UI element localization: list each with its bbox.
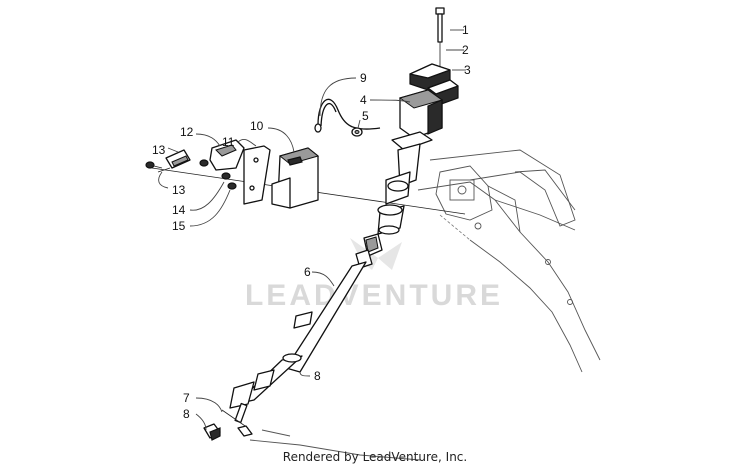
callout-8-right: 8 xyxy=(314,369,321,383)
part-5-nut xyxy=(351,127,363,137)
part-13-screw xyxy=(145,161,163,169)
steering-column-upper xyxy=(377,131,433,235)
callout-13-upper: 13 xyxy=(152,143,166,157)
part-8-lower-tube xyxy=(229,353,303,424)
callout-14: 14 xyxy=(172,203,186,217)
callout-15: 15 xyxy=(172,219,186,233)
leader-lines xyxy=(158,29,466,431)
callout-12: 12 xyxy=(180,125,194,139)
part-15-nut xyxy=(227,182,237,190)
universal-joint xyxy=(355,233,383,269)
callout-6: 6 xyxy=(304,265,311,279)
part-11-bracket-plate xyxy=(243,145,271,205)
rendered-by-credit: Rendered by LeadVenture, Inc. xyxy=(282,450,468,464)
part-7-bolt xyxy=(221,409,253,437)
callout-2: 2 xyxy=(462,43,469,57)
callout-3: 3 xyxy=(464,63,471,77)
part-9-cable xyxy=(314,98,381,133)
watermark-text: LEADVENTURE xyxy=(245,279,503,312)
part-13-knob xyxy=(165,149,191,169)
vehicle-frame xyxy=(249,149,601,461)
part-8-nut xyxy=(203,423,221,441)
part-4-housing xyxy=(398,89,444,139)
callout-8-left: 8 xyxy=(183,407,190,421)
callout-9: 9 xyxy=(360,71,367,85)
part-12-lever xyxy=(209,139,245,171)
watermark-logo-mark-right xyxy=(378,242,402,270)
part-10-bracket-housing xyxy=(271,147,320,209)
callout-13-lower: 13 xyxy=(172,183,186,197)
callout-7: 7 xyxy=(183,391,190,405)
callout-labels: 1 2 3 4 5 9 10 11 12 13 13 14 15 6 8 7 8 xyxy=(152,23,471,421)
leadventure-watermark: LEADVENTURE xyxy=(245,238,503,312)
callout-1: 1 xyxy=(462,23,469,37)
callout-4: 4 xyxy=(360,93,367,107)
callout-11: 11 xyxy=(222,135,235,149)
axis-stub xyxy=(157,167,171,173)
part-6-shaft xyxy=(285,261,367,373)
part-14-washer xyxy=(221,172,231,180)
part-13-nut-upper xyxy=(199,159,209,167)
part-1-bolt xyxy=(435,7,445,70)
callout-10: 10 xyxy=(250,119,264,133)
callout-5: 5 xyxy=(362,109,369,123)
